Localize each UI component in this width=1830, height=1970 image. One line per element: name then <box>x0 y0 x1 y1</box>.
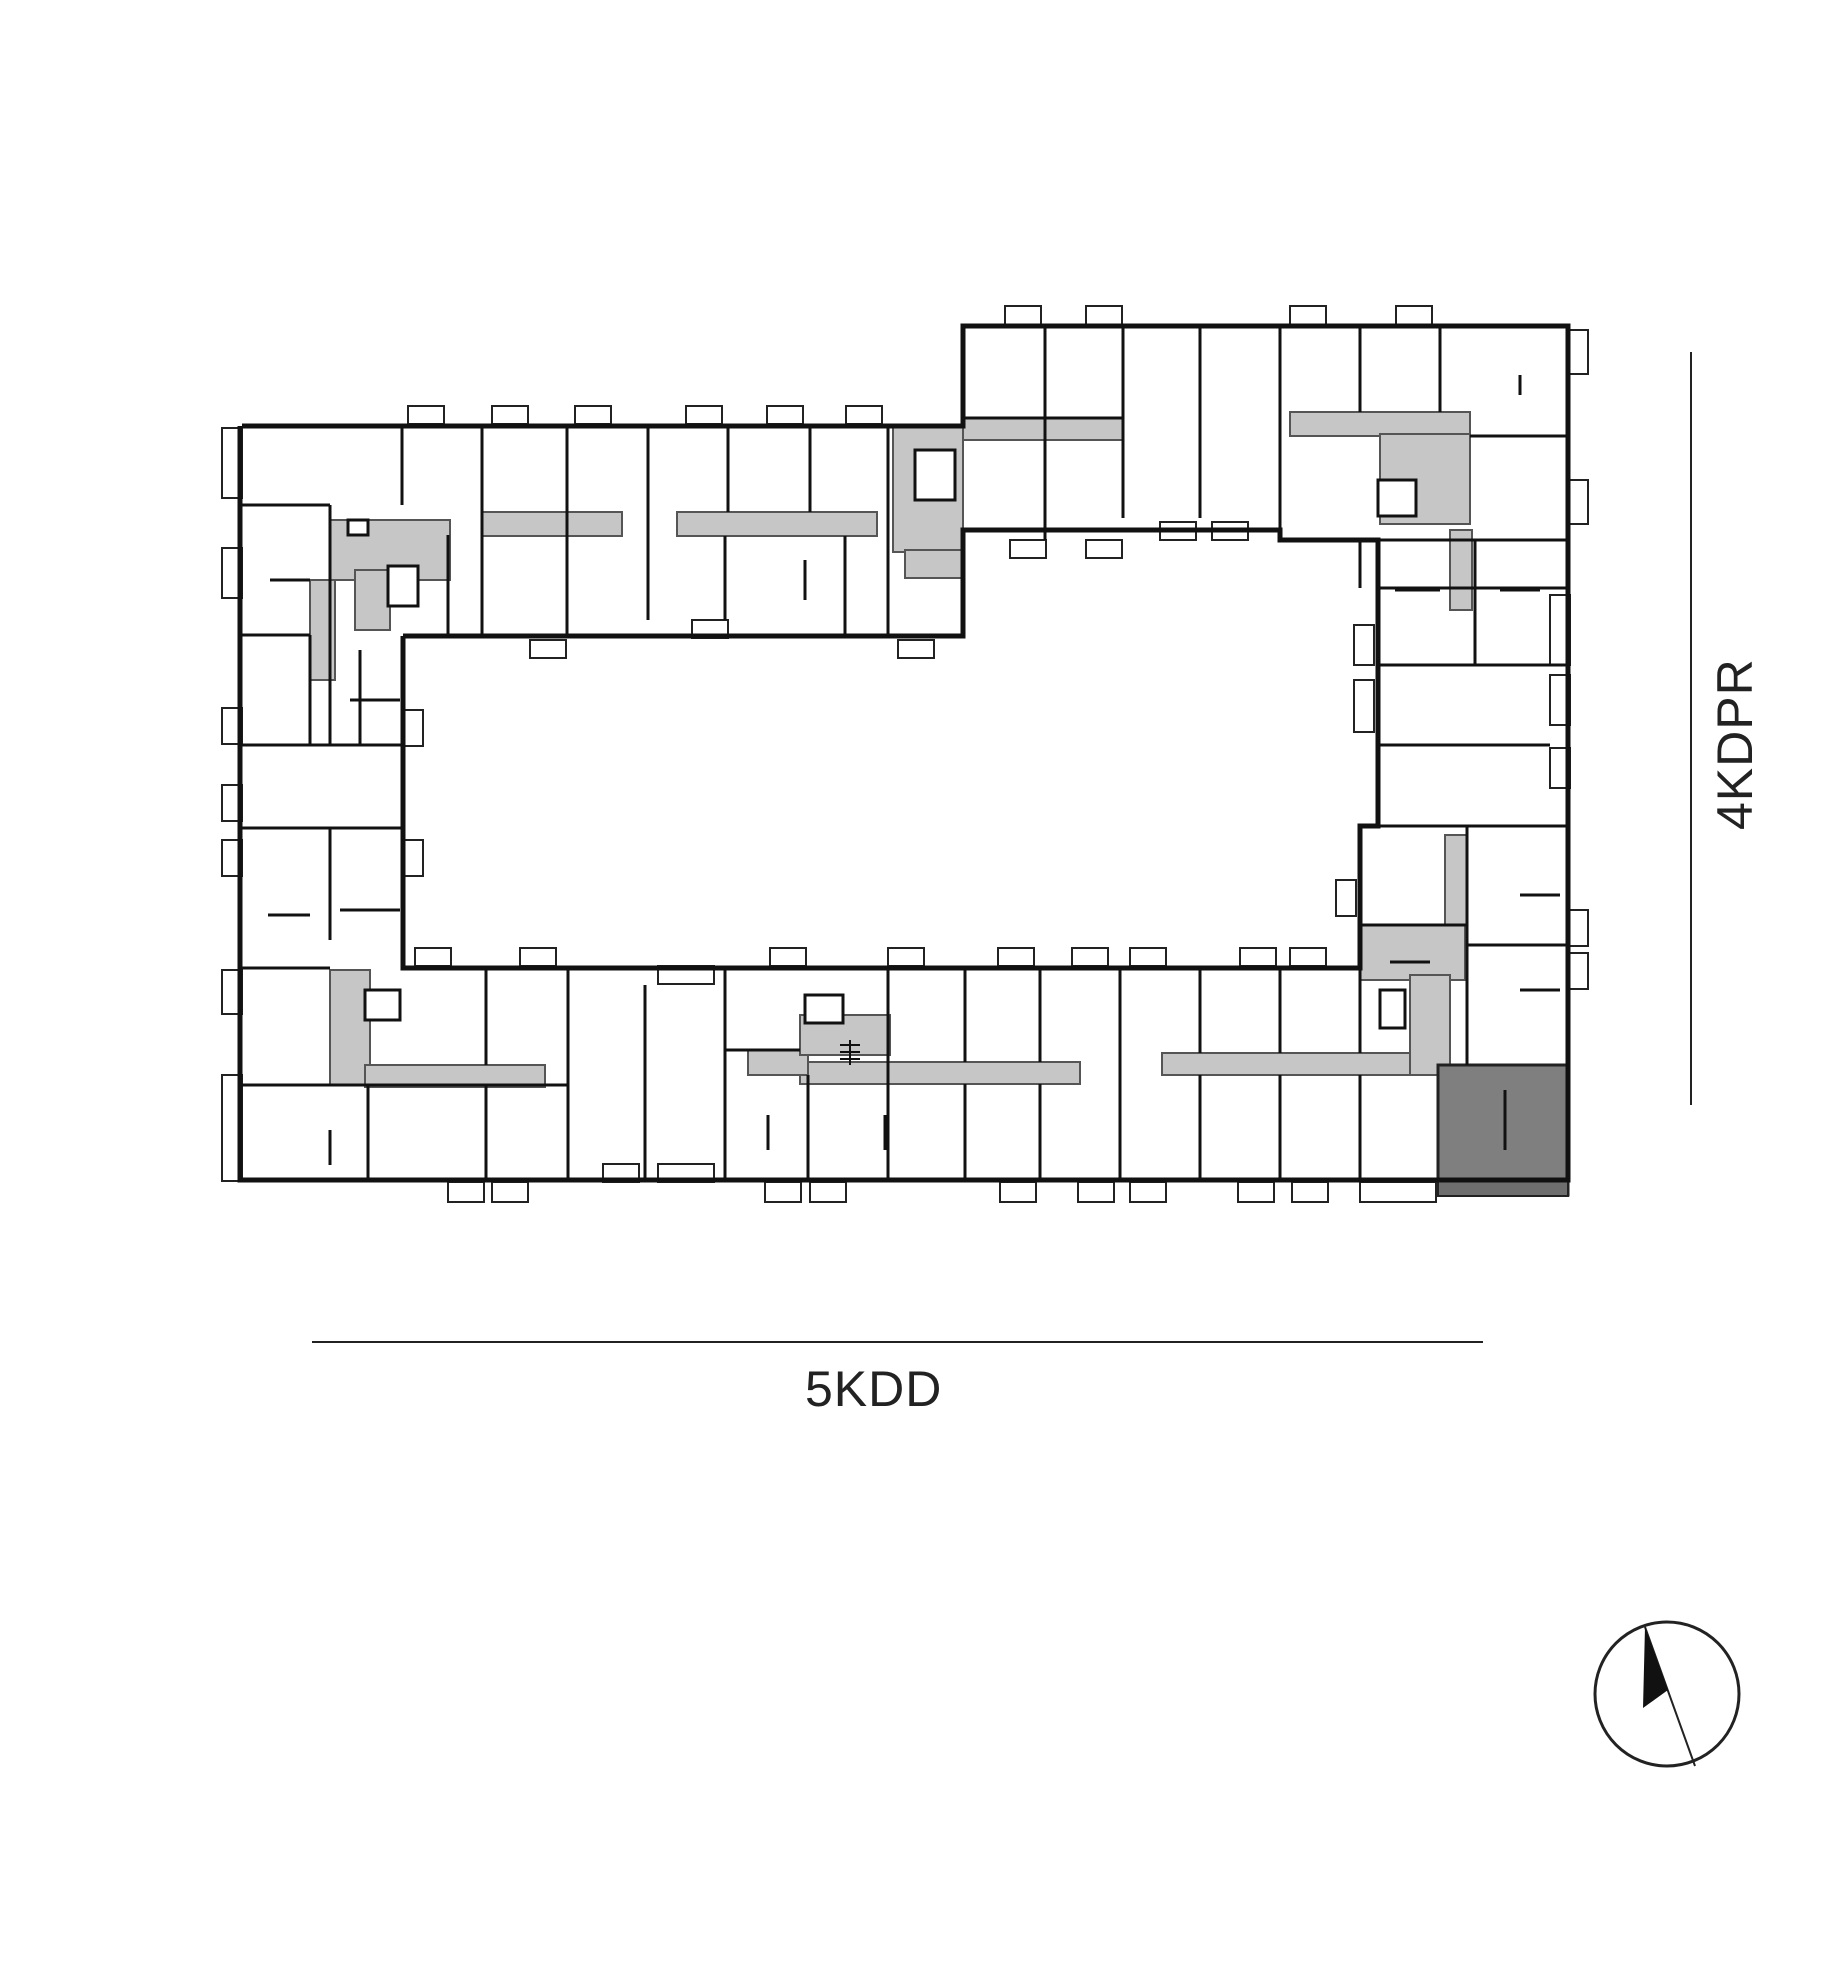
stair-cores <box>346 448 1418 1030</box>
corridors <box>309 411 1473 1088</box>
horizontal-dimension-label: 5KDD <box>805 1361 943 1417</box>
north-arrow-icon <box>1593 1620 1741 1768</box>
stair-icon <box>840 1040 860 1065</box>
vertical-dimension-label: 4KDPR <box>1707 658 1763 830</box>
door-openings <box>268 375 1560 1165</box>
interior-walls <box>242 326 1568 1180</box>
highlighted-unit <box>1436 1063 1570 1197</box>
